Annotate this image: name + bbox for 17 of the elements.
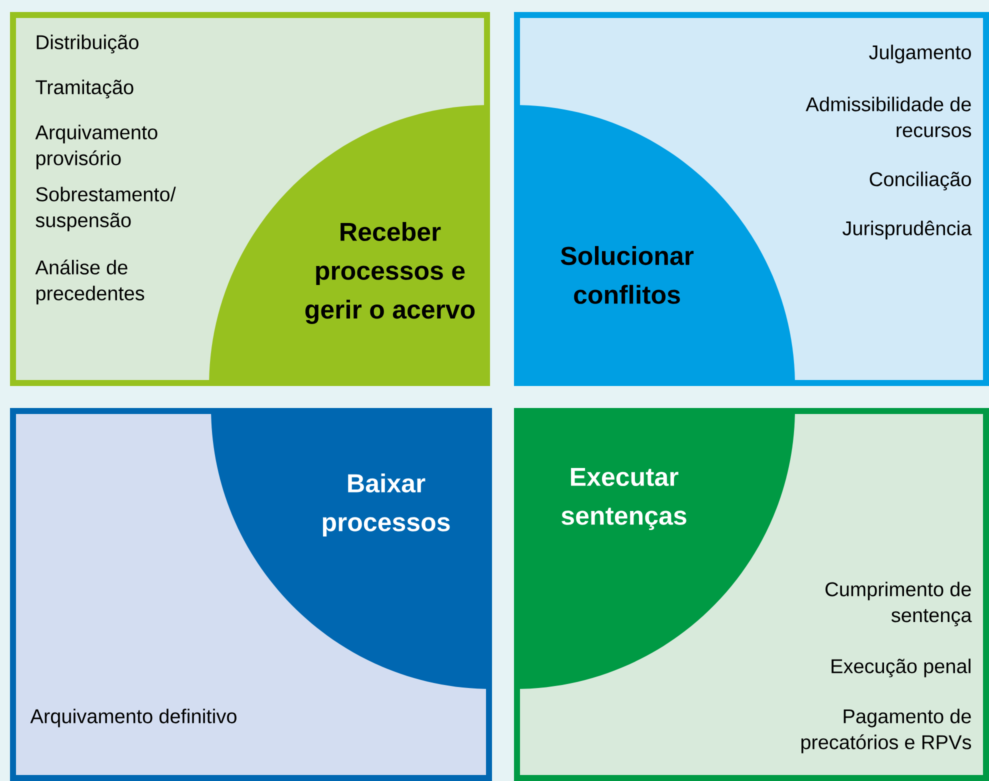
list-item: Análise de precedentes: [35, 260, 144, 304]
list-item: Arquivamento provisório: [35, 124, 158, 170]
list-item: Julgamento: [869, 44, 971, 64]
list-item: Conciliação: [870, 172, 971, 190]
node-label: Receber processos e gerir o acervo: [305, 222, 475, 324]
node-label: Executar sentenças: [562, 468, 686, 530]
list-item: Admissibilidade de recursos: [806, 96, 972, 138]
list-item: Distribuição: [36, 34, 138, 54]
list-item: Execução penal: [832, 658, 970, 678]
list-item: Tramitação: [36, 80, 134, 98]
list-item: Pagamento de precatórios e RPVs: [801, 708, 972, 754]
list-item: Jurisprudência: [842, 220, 972, 240]
list-item: Sobrestamento/ suspensão: [36, 186, 176, 232]
node-label: Baixar processos: [322, 473, 450, 536]
list-item: Cumprimento de sentença: [826, 582, 972, 626]
list-item: Arquivamento definitivo: [30, 708, 236, 728]
node-label: Solucionar conflitos: [560, 246, 694, 304]
